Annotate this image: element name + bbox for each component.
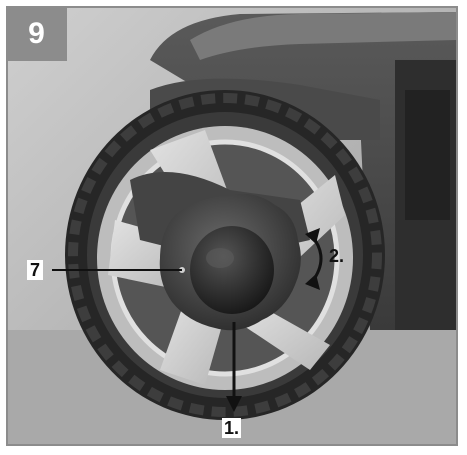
machine-vent: [405, 90, 450, 220]
machine-top-highlight: [190, 12, 456, 60]
tyre-tread: [68, 93, 382, 417]
knob-cap: [190, 226, 274, 314]
figure-number-badge: 9: [6, 6, 67, 61]
arrow-rotate-head-bottom: [305, 274, 320, 290]
figure-frame: [6, 6, 458, 446]
callout-label-step-1: 1.: [222, 418, 242, 438]
knob-cap-highlight: [206, 248, 234, 268]
callout-label-step-2: 2.: [329, 246, 345, 266]
wheel-photo: [8, 8, 456, 444]
arrow-pull-head: [226, 396, 242, 412]
callout-label-7: 7: [27, 260, 44, 280]
arrow-rotate-head-top: [305, 228, 320, 244]
